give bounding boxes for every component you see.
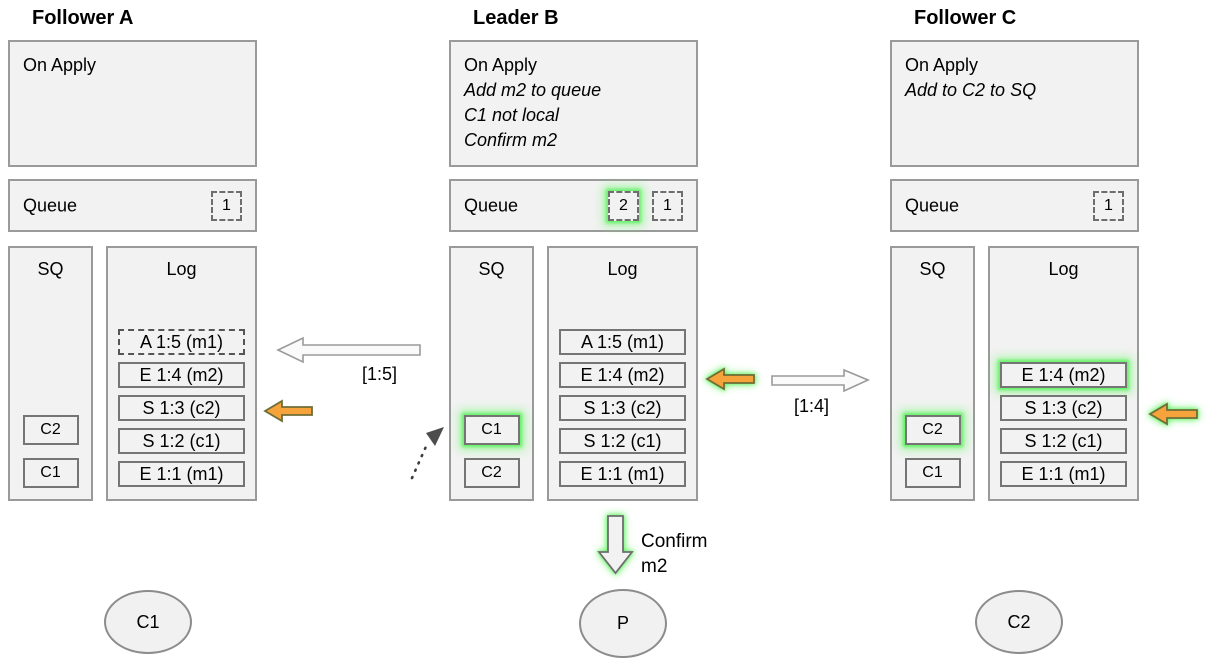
log-entry: A 1:5 (m1) <box>559 329 686 355</box>
sq-item: C1 <box>463 415 520 445</box>
queue-box-a: Queue 1 <box>8 179 257 232</box>
insert-c1-dotted-arrow-icon <box>410 427 444 480</box>
node-title-follower-a: Follower A <box>32 7 134 29</box>
on-apply-label: On Apply <box>23 55 97 75</box>
log-entry: E 1:1 (m1) <box>1000 461 1127 487</box>
on-apply-note: Add to C2 to SQ <box>905 80 1037 100</box>
sq-items-b: C1 C2 <box>451 415 532 488</box>
client-node-c2: C2 <box>975 590 1063 654</box>
confirm-label: Confirm m2 <box>641 529 708 579</box>
sq-item: C1 <box>904 458 961 488</box>
sq-label: SQ <box>919 259 946 279</box>
log-box-b: Log A 1:5 (m1) E 1:4 (m2) S 1:3 (c2) S 1… <box>547 246 698 501</box>
log-entries-c: E 1:4 (m2) S 1:3 (c2) S 1:2 (c1) E 1:1 (… <box>1000 362 1127 487</box>
on-apply-note: Add m2 to queue <box>464 80 602 100</box>
log-label: Log <box>607 259 638 279</box>
sq-items-c: C2 C1 <box>892 415 973 488</box>
log-label: Log <box>166 259 197 279</box>
apply-pointer-arrow-b-icon <box>705 367 755 391</box>
log-entry: E 1:4 (m2) <box>1000 362 1127 388</box>
on-apply-note: Confirm m2 <box>464 130 558 150</box>
queue-item: 1 <box>652 191 683 221</box>
replicate-arrow-to-c-icon <box>771 368 870 393</box>
log-entry: S 1:2 (c1) <box>1000 428 1127 454</box>
sq-box-b: SQ C1 C2 <box>449 246 534 501</box>
log-entry: E 1:1 (m1) <box>118 461 245 487</box>
confirm-label-line1: Confirm <box>641 531 708 552</box>
log-entry: E 1:1 (m1) <box>559 461 686 487</box>
sq-box-a: SQ C2 C1 <box>8 246 93 501</box>
queue-box-c: Queue 1 <box>890 179 1139 232</box>
queue-item: 2 <box>608 191 639 221</box>
log-entries-b: A 1:5 (m1) E 1:4 (m2) S 1:3 (c2) S 1:2 (… <box>559 329 686 487</box>
on-apply-box-c: On Apply Add to C2 to SQ <box>890 40 1139 167</box>
apply-pointer-arrow-a-icon <box>263 399 313 423</box>
queue-item: 1 <box>1093 191 1124 221</box>
apply-pointer-arrow-c-icon <box>1148 402 1198 426</box>
client-node-c1: C1 <box>104 590 192 654</box>
proposer-node-p: P <box>579 589 667 658</box>
confirm-arrow-icon <box>597 515 634 575</box>
node-title-follower-c: Follower C <box>914 7 1017 29</box>
on-apply-label: On Apply <box>905 55 979 75</box>
queue-item: 1 <box>211 191 242 221</box>
log-entry: S 1:2 (c1) <box>559 428 686 454</box>
log-entry: S 1:3 (c2) <box>1000 395 1127 421</box>
node-leader-b: Leader B On Apply Add m2 to queue C1 not… <box>449 0 698 670</box>
sq-label: SQ <box>37 259 64 279</box>
log-entry: E 1:4 (m2) <box>118 362 245 388</box>
node-follower-a: Follower A On Apply Queue 1 SQ C2 C1 Log… <box>8 0 257 670</box>
sq-items-a: C2 C1 <box>10 415 91 488</box>
on-apply-box-b: On Apply Add m2 to queue C1 not local Co… <box>449 40 698 167</box>
log-label: Log <box>1048 259 1079 279</box>
on-apply-box-a: On Apply <box>8 40 257 167</box>
on-apply-label: On Apply <box>464 55 538 75</box>
queue-label: Queue <box>464 195 519 215</box>
queue-label: Queue <box>23 195 78 215</box>
confirm-label-line2: m2 <box>641 556 668 577</box>
log-box-c: Log E 1:4 (m2) S 1:3 (c2) S 1:2 (c1) E 1… <box>988 246 1139 501</box>
queue-items-b: 2 1 <box>608 191 683 221</box>
replicate-range-label-c: [1:4] <box>794 396 830 416</box>
replicate-arrow-to-a-icon <box>276 336 421 364</box>
log-entry: S 1:3 (c2) <box>559 395 686 421</box>
queue-box-b: Queue 2 1 <box>449 179 698 232</box>
sq-item: C2 <box>904 415 961 445</box>
replicate-range-label-a: [1:5] <box>362 364 398 384</box>
log-entry: A 1:5 (m1) <box>118 329 245 355</box>
log-box-a: Log A 1:5 (m1) E 1:4 (m2) S 1:3 (c2) S 1… <box>106 246 257 501</box>
log-entries-a: A 1:5 (m1) E 1:4 (m2) S 1:3 (c2) S 1:2 (… <box>118 329 245 487</box>
log-entry: S 1:3 (c2) <box>118 395 245 421</box>
queue-label: Queue <box>905 195 960 215</box>
sq-label: SQ <box>478 259 505 279</box>
queue-items-a: 1 <box>211 191 242 221</box>
sq-item: C1 <box>22 458 79 488</box>
node-follower-c: Follower C On Apply Add to C2 to SQ Queu… <box>890 0 1139 670</box>
node-title-leader-b: Leader B <box>473 7 559 29</box>
log-entry: S 1:2 (c1) <box>118 428 245 454</box>
sq-item: C2 <box>22 415 79 445</box>
log-entry: E 1:4 (m2) <box>559 362 686 388</box>
queue-items-c: 1 <box>1093 191 1124 221</box>
sq-item: C2 <box>463 458 520 488</box>
sq-box-c: SQ C2 C1 <box>890 246 975 501</box>
on-apply-note: C1 not local <box>464 105 560 125</box>
